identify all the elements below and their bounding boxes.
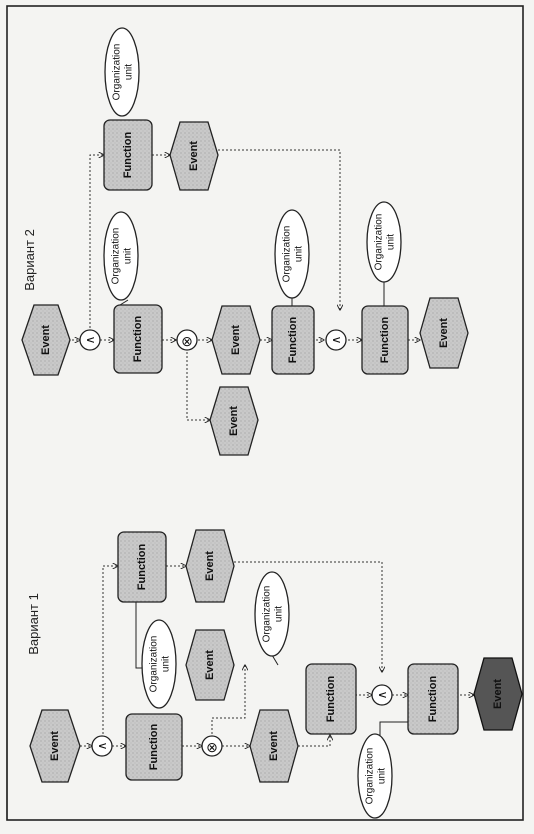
v2-event-mid: Event [211,305,261,375]
v1-org-mid: Organization unit [254,571,290,657]
event-label: Event [438,318,450,348]
org-label-line2: unit [123,248,134,264]
org-label-line2: unit [294,246,305,262]
event-label: Event [204,650,216,680]
v2-and-join-connector: ∧ [325,329,347,351]
function-label: Function [136,544,148,591]
org-label-line1: Organization [111,228,122,285]
org-label-line1: Organization [374,214,385,271]
v1-event-top: Event [185,529,235,603]
v1-event-start: Event [29,709,81,783]
function-label: Function [132,316,144,363]
v1-org-final: Organization unit [357,733,393,819]
v1-and-split-connector: ∧ [91,735,113,757]
and-symbol: ∧ [83,336,97,345]
page-border [6,5,524,821]
org-label-line2: unit [386,234,397,250]
function-label: Function [148,724,160,771]
v2-function-main: Function [113,304,163,374]
v2-and-split-connector: ∧ [79,329,101,351]
event-label: Event [268,731,280,761]
v2-event-start: Event [21,304,71,376]
function-label: Function [427,676,439,723]
function-label: Function [379,317,391,364]
v2-org-top: Organization unit [104,27,140,117]
v2-event-top: Event [169,121,219,191]
v1-event-end-dark: Event [473,657,523,731]
function-label: Function [122,132,134,179]
org-label-line1: Organization [262,586,273,643]
v2-event-left: Event [209,386,259,456]
event-label: Event [40,325,52,355]
org-label-line1: Organization [112,44,123,101]
xor-symbol: ⊗ [181,333,193,349]
v1-event-mid: Event [249,709,299,783]
v2-xor-connector: ⊗ [176,329,198,351]
event-label: Event [49,731,61,761]
function-label: Function [325,676,337,723]
xor-symbol: ⊗ [206,739,218,755]
event-label: Event [228,406,240,436]
and-symbol: ∧ [329,336,343,345]
event-label: Event [230,325,242,355]
variant-1-label: Вариант 1 [26,593,41,655]
event-label: Event [188,141,200,171]
org-label-line2: unit [124,64,135,80]
v1-and-join-connector: ∧ [371,684,393,706]
v2-event-end: Event [419,297,469,369]
event-label: Event [204,551,216,581]
v2-org-final: Organization unit [366,201,402,283]
v2-org-main: Organization unit [103,211,139,301]
org-label-line1: Organization [149,636,160,693]
variant-2-label: Вариант 2 [22,229,37,291]
v2-org-links [119,119,385,310]
org-label-line1: Organization [282,226,293,283]
function-label: Function [287,317,299,364]
v1-xor-connector: ⊗ [201,735,223,757]
v1-connectors [80,561,474,746]
v1-function-mid: Function [305,663,357,735]
v1-org-main: Organization unit [141,619,177,709]
and-symbol: ∧ [375,691,389,700]
event-label: Event [492,679,504,709]
v2-org-mid: Organization unit [274,209,310,299]
org-label-line2: unit [274,606,285,622]
v1-function-main: Function [125,713,183,781]
v2-function-top: Function [103,119,153,191]
org-label-line2: unit [161,656,172,672]
v1-function-final: Function [407,663,459,735]
v1-event-upper: Event [185,629,235,701]
and-symbol: ∧ [95,742,109,751]
v2-connectors [68,149,420,420]
v2-function-final: Function [361,305,409,375]
v1-function-top: Function [117,531,167,603]
v2-function-mid: Function [271,305,315,375]
org-label-line2: unit [377,768,388,784]
org-label-line1: Organization [365,748,376,805]
